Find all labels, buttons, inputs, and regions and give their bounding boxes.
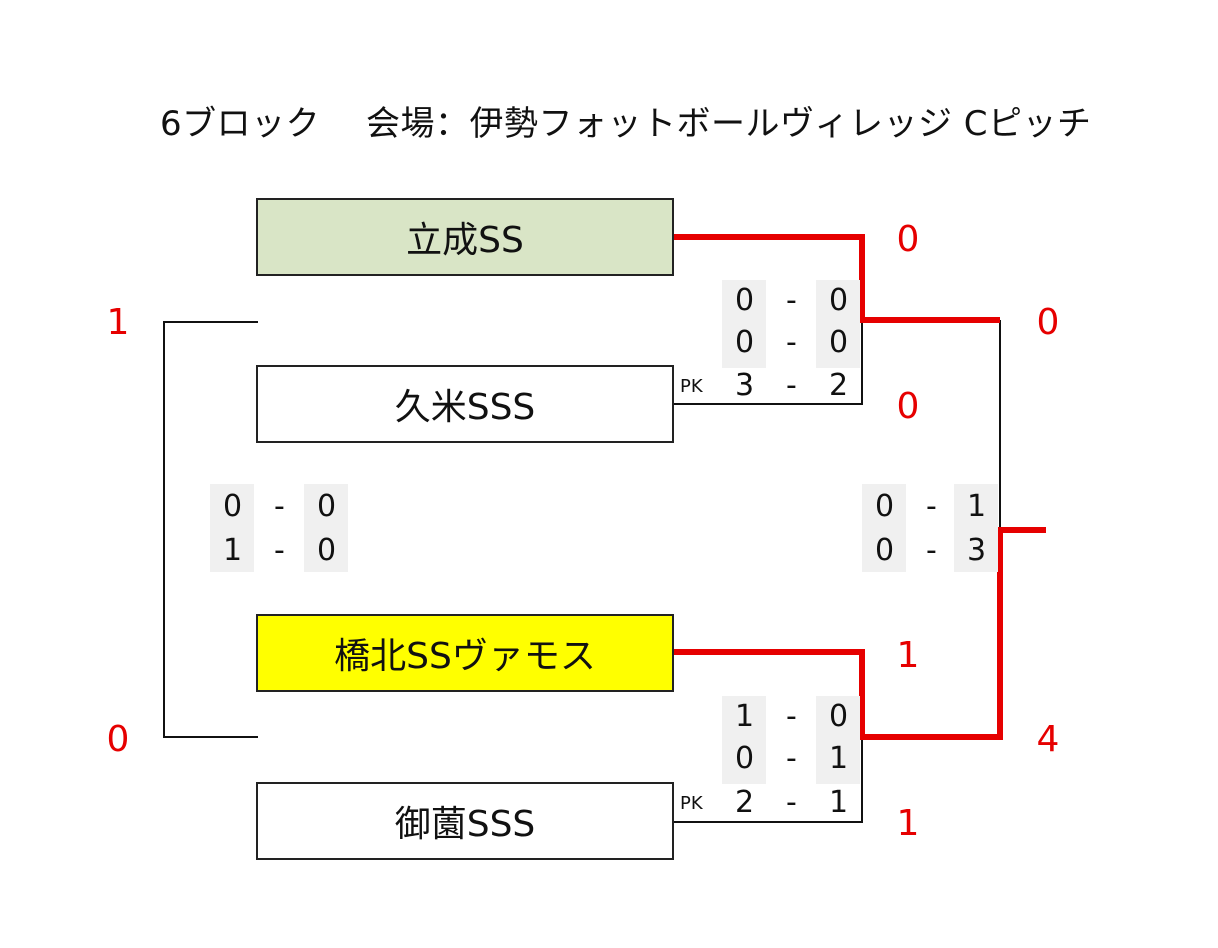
third-bottom-total: 0: [106, 719, 130, 760]
third-h1-left: 0: [223, 489, 243, 524]
final-h2-dash: -: [926, 533, 937, 568]
match2-bottom-line: [674, 737, 863, 823]
third-top-total: 1: [106, 302, 130, 343]
match1-team2-total: 0: [896, 386, 920, 427]
third-h2-dash: -: [274, 533, 285, 568]
score-cell: [210, 484, 254, 572]
match2-h1-left: 1: [735, 699, 755, 734]
match1-pk-label: PK: [680, 376, 703, 397]
match1-h2-dash: -: [786, 325, 797, 360]
team-name: 立成SS: [406, 220, 524, 261]
match2-h2-dash: -: [786, 741, 797, 776]
match2-pk-dash: -: [786, 785, 797, 820]
third-h2-right: 0: [317, 533, 337, 568]
match1-winner-line: [674, 234, 1000, 323]
final-h1-dash: -: [926, 489, 937, 524]
team-name: 久米SSS: [394, 387, 536, 428]
match2-winner-line: [674, 527, 1046, 740]
match1-pk-dash: -: [786, 368, 797, 403]
match1-h1-dash: -: [786, 283, 797, 318]
third-h1-dash: -: [274, 489, 285, 524]
match1-team1-total: 0: [896, 219, 920, 260]
score-cell: [722, 280, 766, 368]
match1-h2-left: 0: [735, 325, 755, 360]
match2-team1-total: 1: [896, 635, 920, 676]
score-cell: [304, 484, 348, 572]
team-box-3: 橋北SSヴァモス: [256, 614, 674, 692]
score-cell: [816, 280, 860, 368]
final-top-total: 0: [1036, 302, 1060, 343]
match1-pk-left: 3: [735, 368, 755, 403]
final-h1-left: 0: [875, 489, 895, 524]
match1-h1-left: 0: [735, 283, 755, 318]
match2-pk-label: PK: [680, 793, 703, 814]
final-h2-left: 0: [875, 533, 895, 568]
team-name: 御薗SSS: [394, 804, 536, 845]
match1-pk-right: 2: [829, 368, 849, 403]
third-h2-left: 1: [223, 533, 243, 568]
match2-h1-dash: -: [786, 699, 797, 734]
score-cell: [954, 484, 998, 572]
final-h2-right: 3: [967, 533, 987, 568]
score-cell: [862, 484, 906, 572]
match2-h1-right: 0: [829, 699, 849, 734]
match2-h2-left: 0: [735, 741, 755, 776]
match1-h1-right: 0: [829, 283, 849, 318]
team-name: 橋北SSヴァモス: [334, 636, 596, 677]
third-h1-right: 0: [317, 489, 337, 524]
match2-pk-right: 1: [829, 785, 849, 820]
match2-h2-right: 1: [829, 741, 849, 776]
team-box-1: 立成SS: [256, 198, 674, 276]
match2-team2-total: 1: [896, 803, 920, 844]
match1-bottom-line: [674, 320, 863, 405]
team-box-2: 久米SSS: [256, 365, 674, 443]
match2-pk-left: 2: [735, 785, 755, 820]
score-cell: [722, 696, 766, 784]
match1-h2-right: 0: [829, 325, 849, 360]
final-bottom-total: 4: [1036, 719, 1060, 760]
block-title: 6ブロック 会場：伊勢フォットボールヴィレッジ Cピッチ: [160, 104, 1092, 144]
team-box-4: 御薗SSS: [256, 782, 674, 860]
left-bracket-line: [163, 321, 258, 738]
final-h1-right: 1: [967, 489, 987, 524]
score-cell: [816, 696, 860, 784]
